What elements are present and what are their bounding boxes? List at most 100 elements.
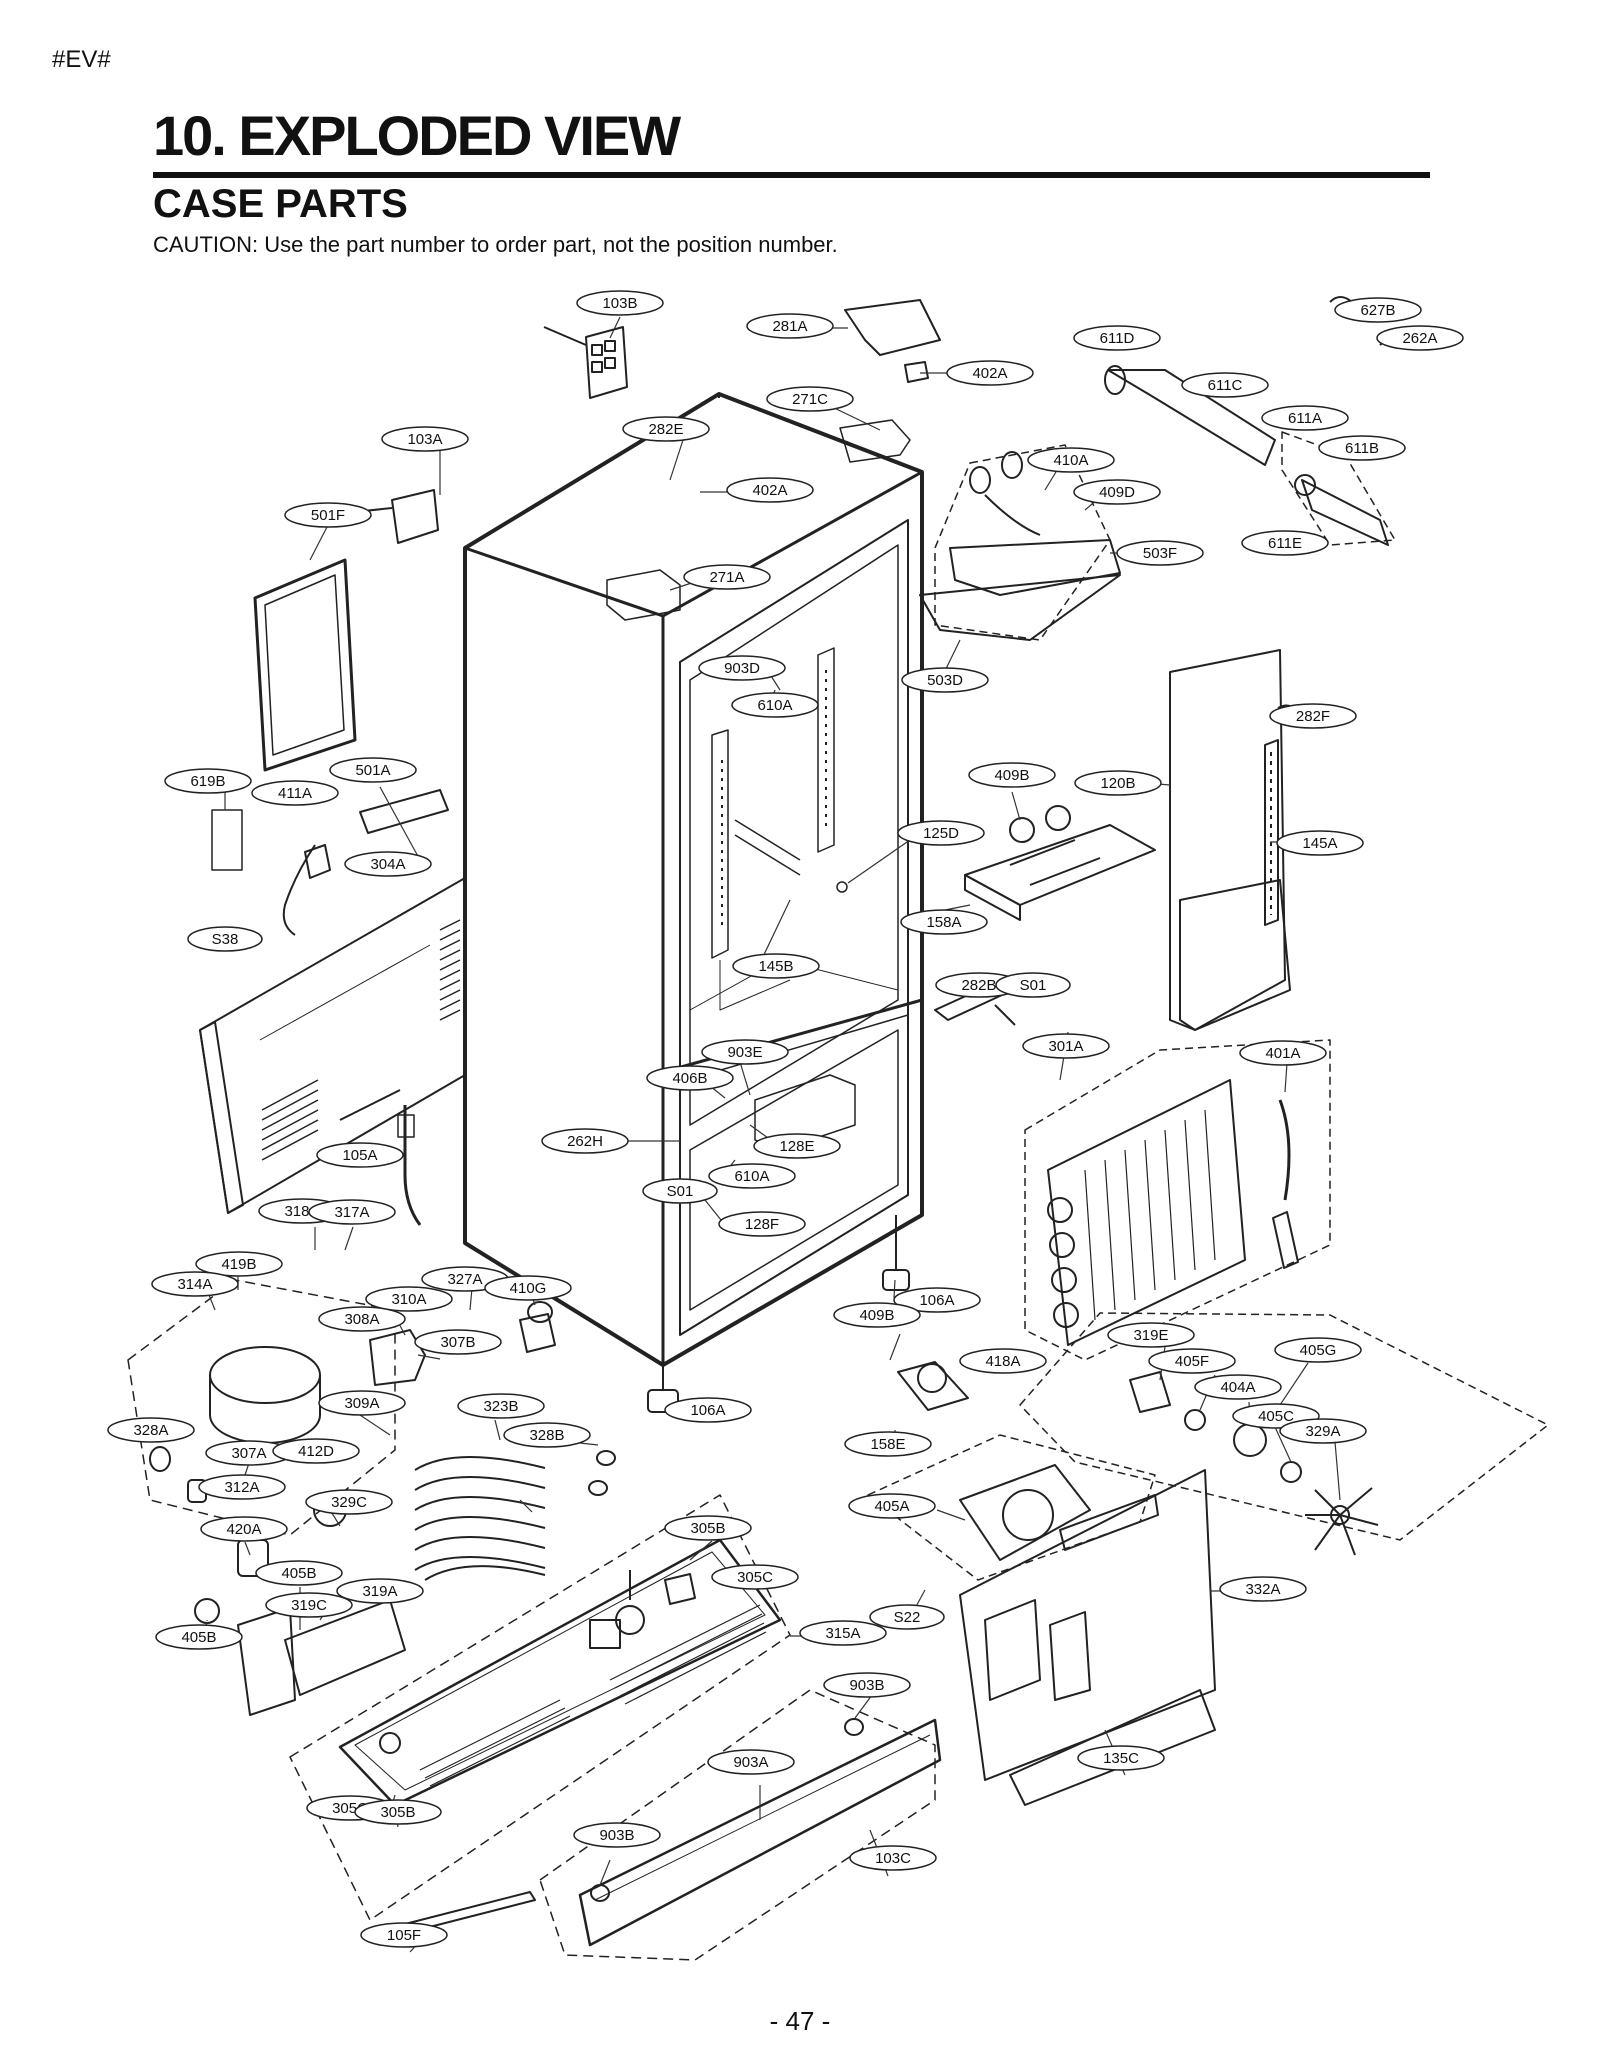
callout-120b: 120B [1074, 770, 1162, 796]
callout-labels: 103B281A402A627B262A611D611C611A611B611E… [107, 290, 1464, 1948]
callout-label: 319A [362, 1583, 397, 1600]
callout-label: 611D [1100, 330, 1135, 347]
callout-bubble [642, 1178, 718, 1204]
callout-bubble [968, 762, 1056, 788]
callout-bubble [1073, 479, 1161, 505]
callout-label: 271A [709, 569, 744, 586]
callout-bubble [1107, 1322, 1195, 1348]
callout-label: 411A [278, 785, 312, 802]
callout-label: 611C [1208, 377, 1243, 394]
callout-135c: 135C [1077, 1745, 1165, 1771]
callout-label: 405B [181, 1629, 216, 1646]
callout-label: 419B [221, 1256, 256, 1273]
callout-label: 401A [1265, 1045, 1300, 1062]
callout-503d: 503D [901, 667, 989, 693]
callout-145a: 145A [1276, 830, 1364, 856]
callout-bubble [995, 972, 1071, 998]
callout-309a: 309A [318, 1390, 406, 1416]
callout-106a: 106A [664, 1397, 752, 1423]
callout-bubble [151, 1271, 239, 1297]
callout-bubble [901, 667, 989, 693]
callout-610a: 610A [731, 692, 819, 718]
callout-label: 314A [177, 1276, 212, 1293]
callout-329c: 329C [305, 1489, 393, 1515]
callout-label: 405C [1258, 1408, 1294, 1425]
caution-note: CAUTION: Use the part number to order pa… [153, 232, 838, 257]
callout-bubble [766, 386, 854, 412]
callout-label: 903A [733, 1754, 768, 1771]
callout-label: 307A [231, 1445, 266, 1462]
callout-bubble [1279, 1418, 1367, 1444]
callout-bubble [701, 1039, 789, 1065]
callout-412d: 412D [272, 1438, 360, 1464]
callout-328b: 328B [503, 1422, 591, 1448]
callout-label: 103C [875, 1850, 911, 1867]
callout-bubble [265, 1592, 353, 1618]
callout-label: 128E [779, 1138, 814, 1155]
callout-label: 903B [849, 1677, 884, 1694]
callout-bubble [844, 1431, 932, 1457]
callout-145b: 145B [732, 953, 820, 979]
callout-bubble [900, 909, 988, 935]
callout-bubble [683, 564, 771, 590]
callout-label: 304A [370, 856, 405, 873]
callout-262a: 262A [1376, 325, 1464, 351]
callout-103c: 103C [849, 1845, 937, 1871]
callout-label: 409D [1099, 484, 1135, 501]
callout-bubble [187, 926, 263, 952]
callout-label: 402A [752, 482, 787, 499]
callout-bubble [1261, 405, 1349, 431]
callout-328a: 328A [107, 1417, 195, 1443]
callout-bubble [1073, 325, 1161, 351]
callout-label: 262H [567, 1133, 603, 1150]
callout-bubble [708, 1163, 796, 1189]
callout-label: 903E [727, 1044, 762, 1061]
callout-409b: 409B [833, 1302, 921, 1328]
callout-label: 315A [825, 1625, 860, 1642]
callout-611b: 611B [1318, 435, 1406, 461]
callout-bubble [200, 1516, 288, 1542]
callout-label: 158E [870, 1436, 905, 1453]
callout-158e: 158E [844, 1431, 932, 1457]
callout-bubble [1318, 435, 1406, 461]
callout-bubble [1276, 830, 1364, 856]
callout-282e: 282E [622, 416, 710, 442]
left-upper-parts [199, 326, 628, 1226]
callout-402a: 402A [946, 360, 1034, 386]
callout-label: 305C [737, 1569, 773, 1586]
callout-label: 282B [961, 977, 996, 994]
callout-label: 105F [387, 1927, 421, 1944]
callout-label: 319E [1133, 1327, 1168, 1344]
callout-405b: 405B [155, 1624, 243, 1650]
callout-bubble [1239, 1040, 1327, 1066]
callout-label: S38 [212, 931, 239, 948]
callout-s01: S01 [642, 1178, 718, 1204]
callout-314a: 314A [151, 1271, 239, 1297]
callout-410g: 410G [484, 1275, 572, 1301]
callout-418a: 418A [959, 1348, 1047, 1374]
callout-label: 406B [672, 1070, 707, 1087]
callout-419b: 419B [195, 1251, 283, 1277]
title-rule [153, 172, 1430, 178]
callout-903b: 903B [573, 1822, 661, 1848]
callout-404a: 404A [1194, 1374, 1282, 1400]
callout-label: 503D [927, 672, 963, 689]
callout-s38: S38 [187, 926, 263, 952]
refrigerator-cabinet [463, 392, 924, 1413]
callout-332a: 332A [1219, 1576, 1307, 1602]
callout-bubble [360, 1922, 448, 1948]
callout-label: 282F [1296, 708, 1330, 725]
callout-bubble [664, 1515, 752, 1541]
callout-304a: 304A [344, 851, 432, 877]
page-number: - 47 - [769, 2006, 831, 2036]
callout-bubble [284, 502, 372, 528]
callout-label: 409B [859, 1307, 894, 1324]
callout-409d: 409D [1073, 479, 1161, 505]
callout-bubble [1241, 530, 1329, 556]
callout-bubble [329, 757, 417, 783]
callout-405g: 405G [1274, 1337, 1362, 1363]
callout-501a: 501A [329, 757, 417, 783]
callout-bubble [107, 1417, 195, 1443]
callout-label: 308A [344, 1311, 379, 1328]
